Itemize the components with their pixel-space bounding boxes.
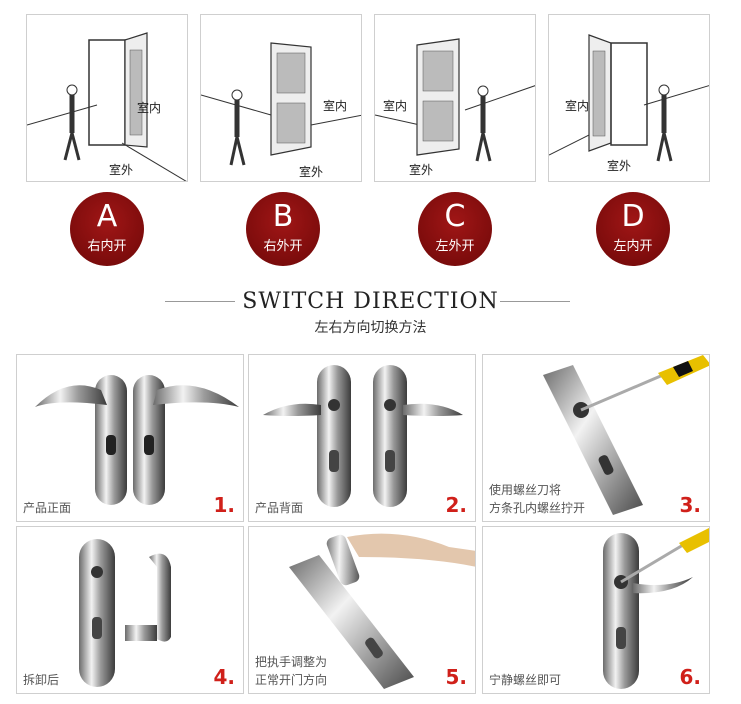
step-caption: 宁静螺丝即可: [489, 671, 561, 689]
step-number: 6.: [679, 665, 701, 689]
door-illustration: [549, 34, 709, 162]
direction-badge-a: A 右内开: [70, 192, 144, 266]
handle-pair-front-image: [35, 375, 239, 505]
section-heading: SWITCH DIRECTION: [242, 289, 499, 314]
step-panel-4: 拆卸后 4.: [16, 526, 244, 694]
caption-line: 产品背面: [255, 501, 304, 515]
badge-letter: A: [96, 199, 118, 234]
caption-line: 宁静螺丝即可: [489, 673, 562, 687]
door-illustration: [201, 42, 361, 166]
door-diagram-a: 室内 室外: [26, 14, 188, 182]
door-diagram-b: 室内 室外: [200, 14, 362, 182]
heading-rule-right: [500, 301, 570, 302]
step-number: 4.: [213, 665, 235, 689]
step-caption: 拆卸后: [23, 671, 59, 689]
step-caption: 把执手调整为 正常开门方向: [255, 653, 327, 689]
caption-line: 正常开门方向: [255, 673, 328, 687]
badge-label: 右内开: [87, 239, 127, 254]
step-number: 1.: [213, 493, 235, 517]
screwdriver-loosen-image: [543, 355, 709, 515]
caption-line: 方条孔内螺丝拧开: [489, 501, 586, 515]
direction-badge-d: D 左内开: [596, 192, 670, 266]
outside-label: 室外: [607, 159, 632, 173]
outside-label: 室外: [299, 165, 324, 179]
door-diagram-d: 室内 室外: [548, 14, 710, 182]
step-caption: 产品正面: [23, 499, 71, 517]
handle-pair-back-image: [263, 365, 463, 507]
door-diagram-c: 室内 室外: [374, 14, 536, 182]
inside-label: 室内: [137, 101, 162, 115]
step-panel-5: 把执手调整为 正常开门方向 5.: [248, 526, 476, 694]
step-caption: 产品背面: [255, 499, 303, 517]
adjust-handle-image: [289, 533, 475, 689]
tighten-screw-image: [603, 528, 709, 689]
badge-label: 左外开: [435, 239, 475, 254]
inside-label: 室内: [383, 99, 408, 113]
step-panel-1: 产品正面 1.: [16, 354, 244, 522]
step-number: 2.: [445, 493, 467, 517]
badge-letter: D: [621, 199, 645, 234]
badge-letter: C: [444, 199, 466, 234]
step-panel-6: 宁静螺丝即可 6.: [482, 526, 710, 694]
inside-label: 室内: [565, 99, 590, 113]
disassembled-parts-image: [79, 539, 171, 687]
direction-badge-b: B 右外开: [246, 192, 320, 266]
door-illustration: [375, 38, 535, 162]
caption-line: 使用螺丝刀将: [489, 483, 562, 497]
step-number: 3.: [679, 493, 701, 517]
caption-line: 把执手调整为: [255, 655, 328, 669]
outside-label: 室外: [409, 163, 434, 177]
badge-letter: B: [272, 199, 294, 234]
caption-line: 产品正面: [23, 501, 72, 515]
direction-badge-c: C 左外开: [418, 192, 492, 266]
step-caption: 使用螺丝刀将 方条孔内螺丝拧开: [489, 481, 585, 517]
heading-rule-left: [165, 301, 235, 302]
outside-label: 室外: [109, 163, 134, 177]
badge-label: 右外开: [263, 239, 303, 254]
section-subheading: 左右方向切换方法: [314, 320, 427, 336]
door-illustration: [27, 32, 187, 181]
caption-line: 拆卸后: [23, 673, 60, 687]
inside-label: 室内: [323, 99, 348, 113]
step-number: 5.: [445, 665, 467, 689]
badge-label: 左内开: [613, 239, 653, 254]
step-panel-2: 产品背面 2.: [248, 354, 476, 522]
step-panel-3: 使用螺丝刀将 方条孔内螺丝拧开 3.: [482, 354, 710, 522]
